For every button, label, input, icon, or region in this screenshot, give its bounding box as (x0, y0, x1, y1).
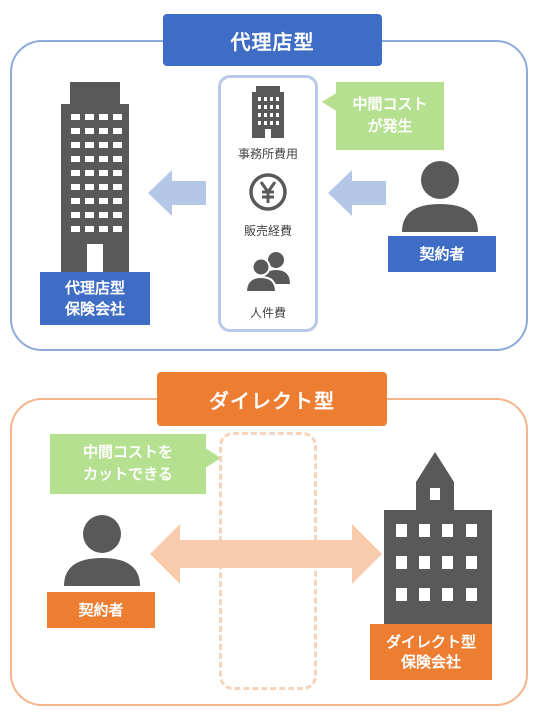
direct-callout-line2: カットできる (83, 465, 173, 483)
direct-callout: 中間コストを カットできる (50, 434, 206, 494)
arrow-left-icon (148, 170, 206, 216)
agency-callout: 中間コスト が発生 (336, 82, 444, 150)
cost-label-personnel: 人件費 (249, 306, 286, 320)
person-icon (402, 161, 478, 232)
callout-tail (205, 448, 221, 468)
agency-insurer-label-line2: 保険会社 (64, 299, 125, 318)
direct-title: ダイレクト型 (157, 372, 387, 426)
agency-title: 代理店型 (163, 14, 382, 66)
people-icon (244, 252, 290, 293)
agency-callout-line2: が発生 (367, 117, 413, 135)
yen-coin-icon (249, 173, 287, 211)
cost-label-sales: 販売経費 (243, 224, 292, 238)
arrow-left-icon (328, 170, 386, 216)
double-arrow-icon (150, 524, 382, 584)
building-icon (61, 82, 129, 272)
direct-insurer-label-line2: 保険会社 (400, 653, 461, 671)
agency-insurer-label: 代理店型 保険会社 (40, 272, 150, 325)
office-building-icon (252, 86, 284, 138)
cost-label-office: 事務所費用 (237, 147, 298, 161)
direct-callout-line1: 中間コストを (82, 443, 173, 462)
agency-callout-line1: 中間コスト (352, 95, 428, 114)
direct-insurer-label-line1: ダイレクト型 (385, 632, 476, 651)
direct-insurer-label: ダイレクト型 保険会社 (370, 624, 492, 680)
agency-insurer-label-line1: 代理店型 (64, 279, 125, 298)
building-icon (384, 452, 492, 624)
person-icon (64, 515, 140, 586)
callout-tail (322, 92, 338, 112)
direct-contractor-label: 契約者 (47, 592, 155, 628)
agency-contractor-label: 契約者 (388, 236, 496, 272)
